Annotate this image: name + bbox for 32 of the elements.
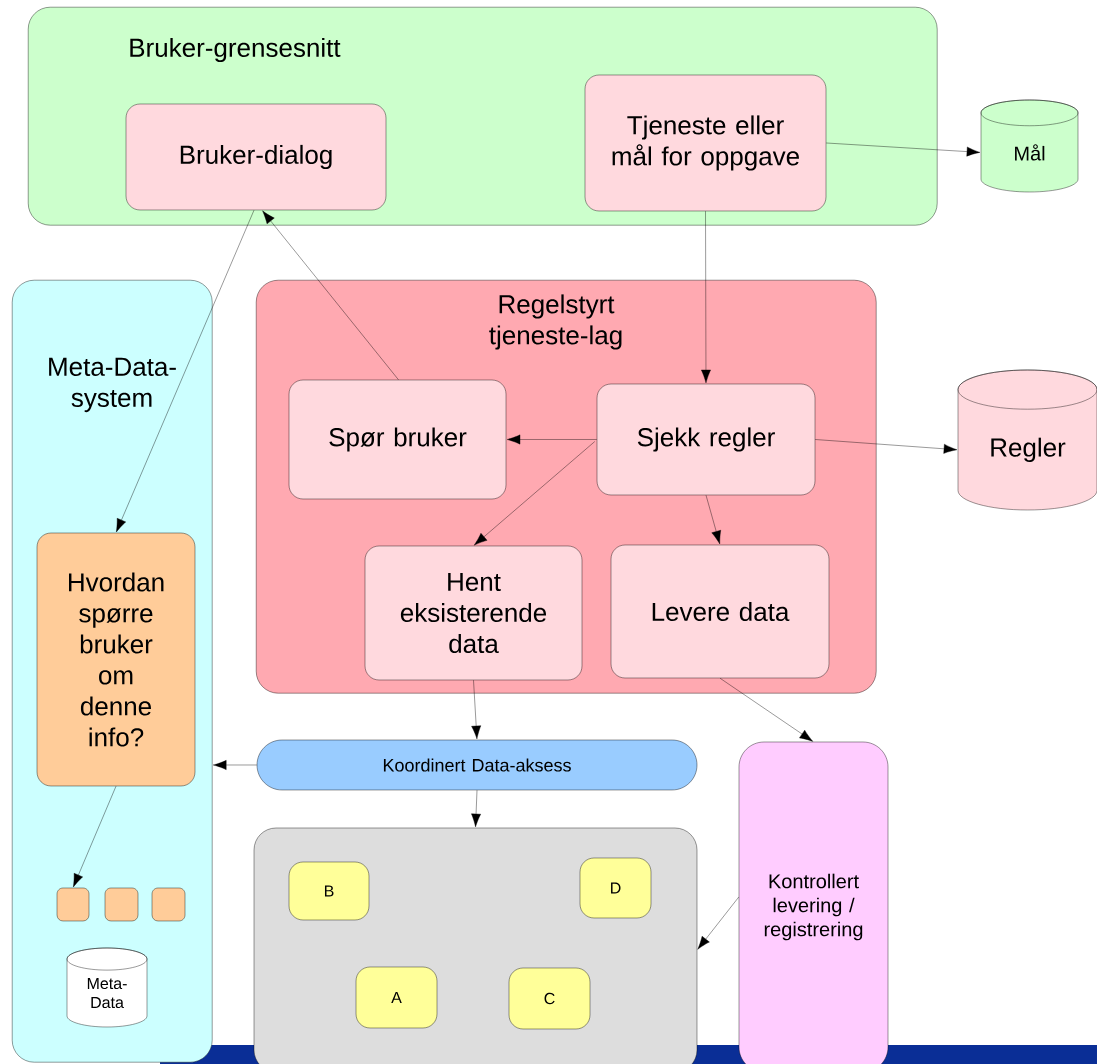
arrow <box>473 441 595 546</box>
process-box: Tjeneste eller mål for oppgave <box>584 74 827 212</box>
process-box: Bruker-dialog <box>125 103 387 211</box>
database-cylinder: Regler <box>957 369 1097 511</box>
arrow <box>213 760 257 770</box>
arrow <box>826 142 981 157</box>
database-cylinder: Meta-Data <box>66 947 148 1028</box>
small-box <box>104 887 139 922</box>
data-box: D <box>579 857 652 919</box>
database-cylinder: Mål <box>980 99 1079 193</box>
arrow <box>705 495 721 545</box>
process-box: Levere data <box>610 544 830 679</box>
data-box: B <box>288 861 370 921</box>
small-box <box>56 887 90 922</box>
process-box: Kontrollert levering / registrering <box>738 741 889 1064</box>
arrow <box>471 790 481 828</box>
arrow <box>815 439 958 454</box>
process-box: Hent eksisterende data <box>364 545 583 681</box>
arrow <box>701 211 711 384</box>
arrow <box>697 896 739 950</box>
arrow <box>471 680 482 740</box>
arrow <box>116 210 255 533</box>
process-box: Spør bruker <box>288 379 507 500</box>
arrow <box>73 786 117 888</box>
data-box: C <box>508 967 591 1030</box>
access-bar: Koordinert Data-aksess <box>256 739 698 791</box>
process-box: Sjekk regler <box>596 383 816 496</box>
question-box: Hvordan spørre bruker om denne info? <box>36 532 196 787</box>
data-box: A <box>355 966 438 1029</box>
small-box <box>151 887 186 922</box>
arrow <box>262 210 399 380</box>
arrow <box>506 434 597 445</box>
